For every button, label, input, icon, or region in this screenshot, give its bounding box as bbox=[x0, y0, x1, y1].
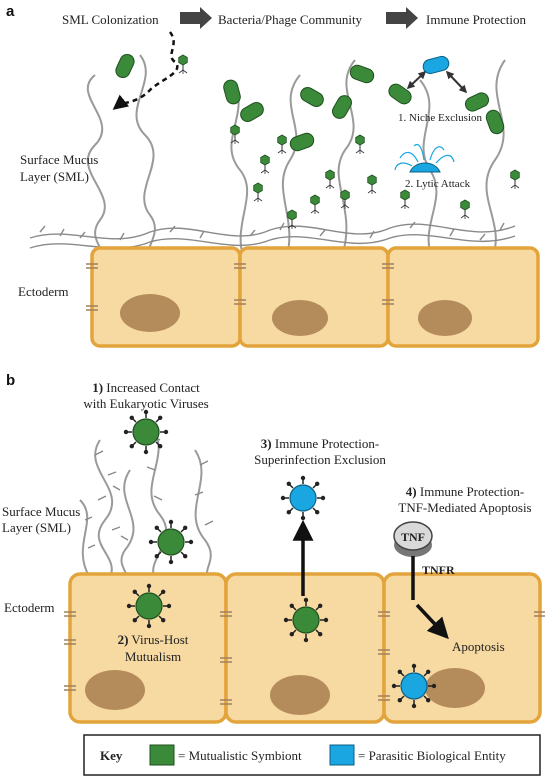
step3-label-2: Superinfection Exclusion bbox=[254, 452, 386, 467]
mutualistic-virus-1 bbox=[123, 409, 169, 455]
key-swatch-mutualistic bbox=[149, 744, 175, 766]
colonization-path bbox=[112, 31, 179, 110]
mutualistic-virus-4 bbox=[283, 597, 329, 643]
mucus-strands-a bbox=[86, 54, 506, 263]
mucus-strands-b bbox=[79, 424, 212, 579]
step4-label-2: TNF-Mediated Apoptosis bbox=[398, 500, 531, 515]
nucleus bbox=[272, 300, 328, 336]
apoptosis-label: Apoptosis bbox=[452, 639, 505, 654]
tnf-label: TNF bbox=[401, 530, 425, 544]
flow-step-bacteria-phage: Bacteria/Phage Community bbox=[218, 12, 363, 27]
flow-arrow-1 bbox=[180, 7, 212, 29]
step4-label-1: 4) Immune Protection- bbox=[406, 484, 524, 499]
niche-exclusion-arrows bbox=[406, 70, 468, 94]
nucleus bbox=[85, 670, 145, 710]
flow-step-sml-colonization: SML Colonization bbox=[62, 12, 159, 27]
sml-label-a-2: Layer (SML) bbox=[20, 169, 89, 184]
tnf-ligand bbox=[393, 521, 433, 551]
flow-step-immune-protection: Immune Protection bbox=[426, 12, 527, 27]
nucleus bbox=[270, 675, 330, 715]
mutualistic-virus-3 bbox=[126, 583, 172, 629]
key-mutualistic-label: = Mutualistic Symbiont bbox=[178, 748, 302, 763]
nucleus bbox=[120, 294, 180, 332]
nucleus bbox=[418, 300, 472, 336]
panel-b-letter: b bbox=[6, 372, 15, 389]
step1-label-1: 1) Increased Contact bbox=[92, 380, 200, 395]
apoptosis-arrow bbox=[415, 603, 449, 640]
step2-label-2: Mutualism bbox=[125, 649, 181, 664]
lytic-attack-label: 2. Lytic Attack bbox=[405, 178, 471, 190]
sml-label-b-2: Layer (SML) bbox=[2, 520, 71, 535]
step2-label-1: 2) Virus-Host bbox=[118, 632, 189, 647]
ectoderm-label-a: Ectoderm bbox=[18, 284, 69, 299]
step1-label-2: with Eukaryotic Viruses bbox=[83, 396, 208, 411]
tnfr-label: TNFR bbox=[422, 563, 455, 577]
niche-exclusion-label: 1. Niche Exclusion bbox=[398, 112, 483, 124]
panel-a-letter: a bbox=[6, 3, 15, 20]
ectoderm-label-b: Ectoderm bbox=[4, 600, 55, 615]
key-title: Key bbox=[100, 748, 123, 763]
key-parasitic-label: = Parasitic Biological Entity bbox=[358, 748, 506, 763]
key-swatch-parasitic bbox=[329, 744, 355, 766]
lytic-attack-burst bbox=[394, 143, 455, 173]
bacteria-a bbox=[115, 53, 505, 152]
mucus-hatches-b bbox=[84, 435, 214, 549]
mutualistic-virus-2 bbox=[148, 519, 194, 565]
parasitic-virus-2 bbox=[391, 663, 437, 709]
nucleus bbox=[425, 668, 485, 708]
step3-label-1: 3) Immune Protection- bbox=[261, 436, 379, 451]
flow-arrow-2 bbox=[386, 7, 418, 29]
sml-label-b-1: Surface Mucus bbox=[2, 504, 80, 519]
parasitic-virus-1 bbox=[280, 475, 326, 521]
mucus-fringe-a bbox=[29, 221, 516, 249]
parasite-bacterium-a bbox=[422, 55, 450, 75]
ectoderm-cells-a bbox=[86, 246, 540, 348]
sml-label-a-1: Surface Mucus bbox=[20, 152, 98, 167]
